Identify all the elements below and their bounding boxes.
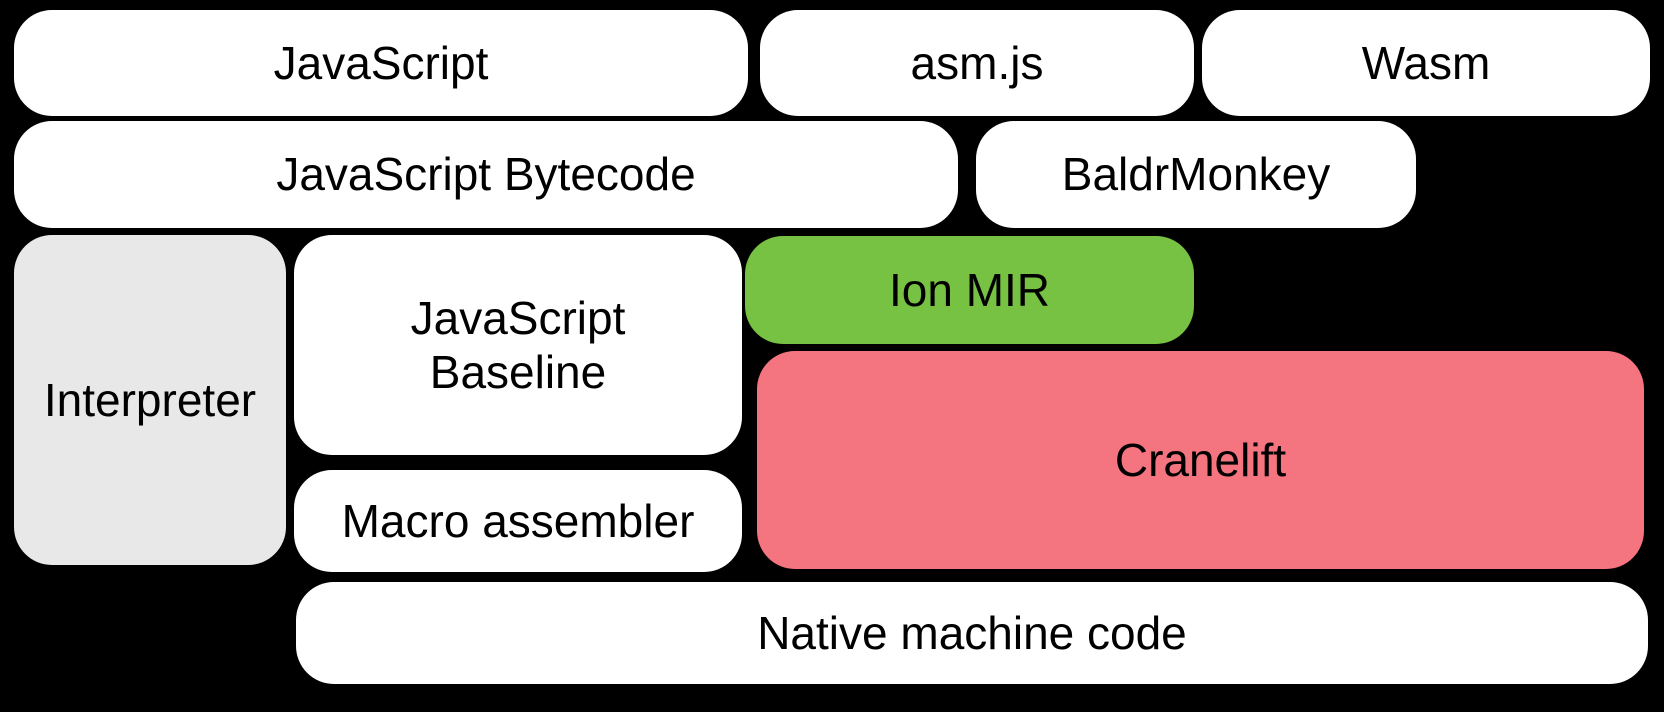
node-javascript-bytecode: JavaScript Bytecode: [14, 121, 958, 228]
node-javascript-baseline-line-2: Baseline: [429, 346, 607, 398]
node-macro-assembler: Macro assembler: [294, 470, 742, 572]
node-asm-js: asm.js: [760, 10, 1194, 116]
node-javascript-baseline: JavaScript Baseline: [294, 235, 742, 455]
node-wasm: Wasm: [1202, 10, 1650, 116]
node-baldrmonkey: BaldrMonkey: [976, 121, 1416, 228]
node-javascript: JavaScript: [14, 10, 748, 116]
node-native-machine-code: Native machine code: [296, 582, 1648, 684]
node-ion-mir: Ion MIR: [745, 236, 1194, 344]
node-javascript-baseline-line-1: JavaScript: [410, 291, 626, 344]
node-cranelift: Cranelift: [757, 351, 1644, 569]
node-interpreter: Interpreter: [14, 235, 286, 565]
